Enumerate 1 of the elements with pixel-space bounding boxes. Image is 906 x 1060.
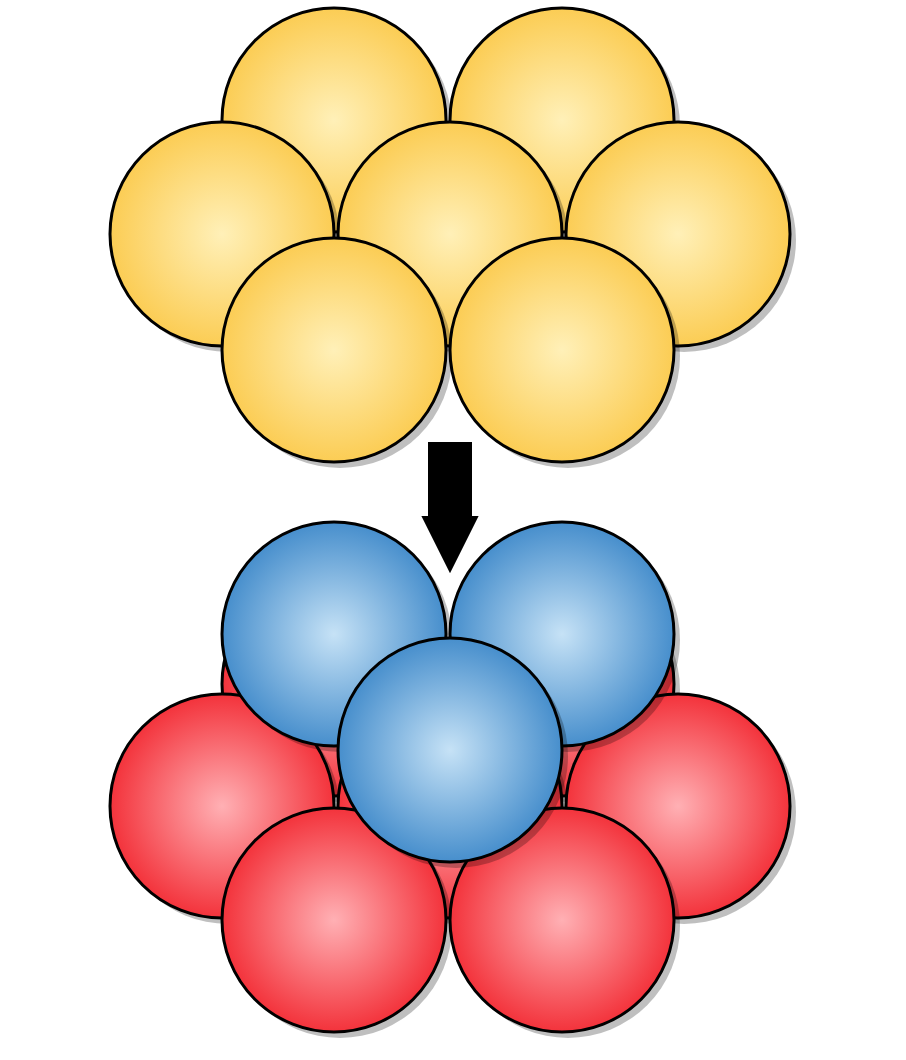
arrow xyxy=(421,442,479,574)
